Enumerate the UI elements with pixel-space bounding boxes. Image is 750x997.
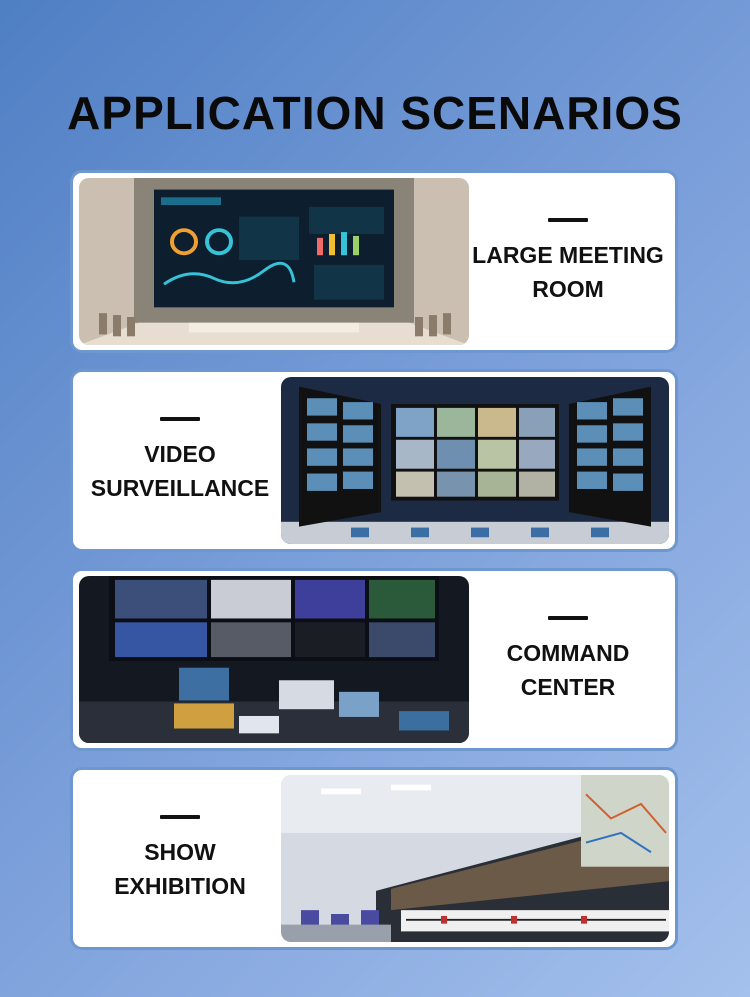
scenario-label: VIDEO SURVEILLANCE bbox=[77, 372, 283, 549]
scenario-title-line2: CENTER bbox=[520, 673, 616, 700]
scenario-title-line2: ROOM bbox=[532, 275, 604, 302]
scenario-title-line2: EXHIBITION bbox=[114, 872, 246, 899]
meeting-room-photo bbox=[79, 178, 469, 345]
scenario-label: LARGE MEETING ROOM bbox=[465, 173, 671, 350]
scenario-title-line2: SURVEILLANCE bbox=[90, 474, 270, 501]
scenario-card-meeting-room: LARGE MEETING ROOM bbox=[70, 170, 678, 353]
dash-icon bbox=[548, 217, 588, 222]
scenario-card-command-center: COMMAND CENTER bbox=[70, 568, 678, 751]
scenario-card-video-surveillance: VIDEO SURVEILLANCE bbox=[70, 369, 678, 552]
scenario-title-line1: COMMAND bbox=[506, 639, 630, 666]
scenario-title-line1: LARGE MEETING bbox=[472, 241, 664, 268]
command-center-photo bbox=[79, 576, 469, 743]
surveillance-wall-photo bbox=[281, 377, 669, 544]
scenario-card-show-exhibition: SHOW EXHIBITION bbox=[70, 767, 678, 950]
dash-icon bbox=[160, 416, 200, 421]
scenario-title-line1: SHOW bbox=[144, 838, 216, 865]
dash-icon bbox=[548, 615, 588, 620]
exhibition-hall-photo bbox=[281, 775, 669, 942]
dash-icon bbox=[160, 814, 200, 819]
scenario-label: SHOW EXHIBITION bbox=[77, 770, 283, 947]
scenario-title-line1: VIDEO bbox=[144, 440, 216, 467]
page-title: APPLICATION SCENARIOS bbox=[67, 87, 683, 139]
scenario-label: COMMAND CENTER bbox=[465, 571, 671, 748]
